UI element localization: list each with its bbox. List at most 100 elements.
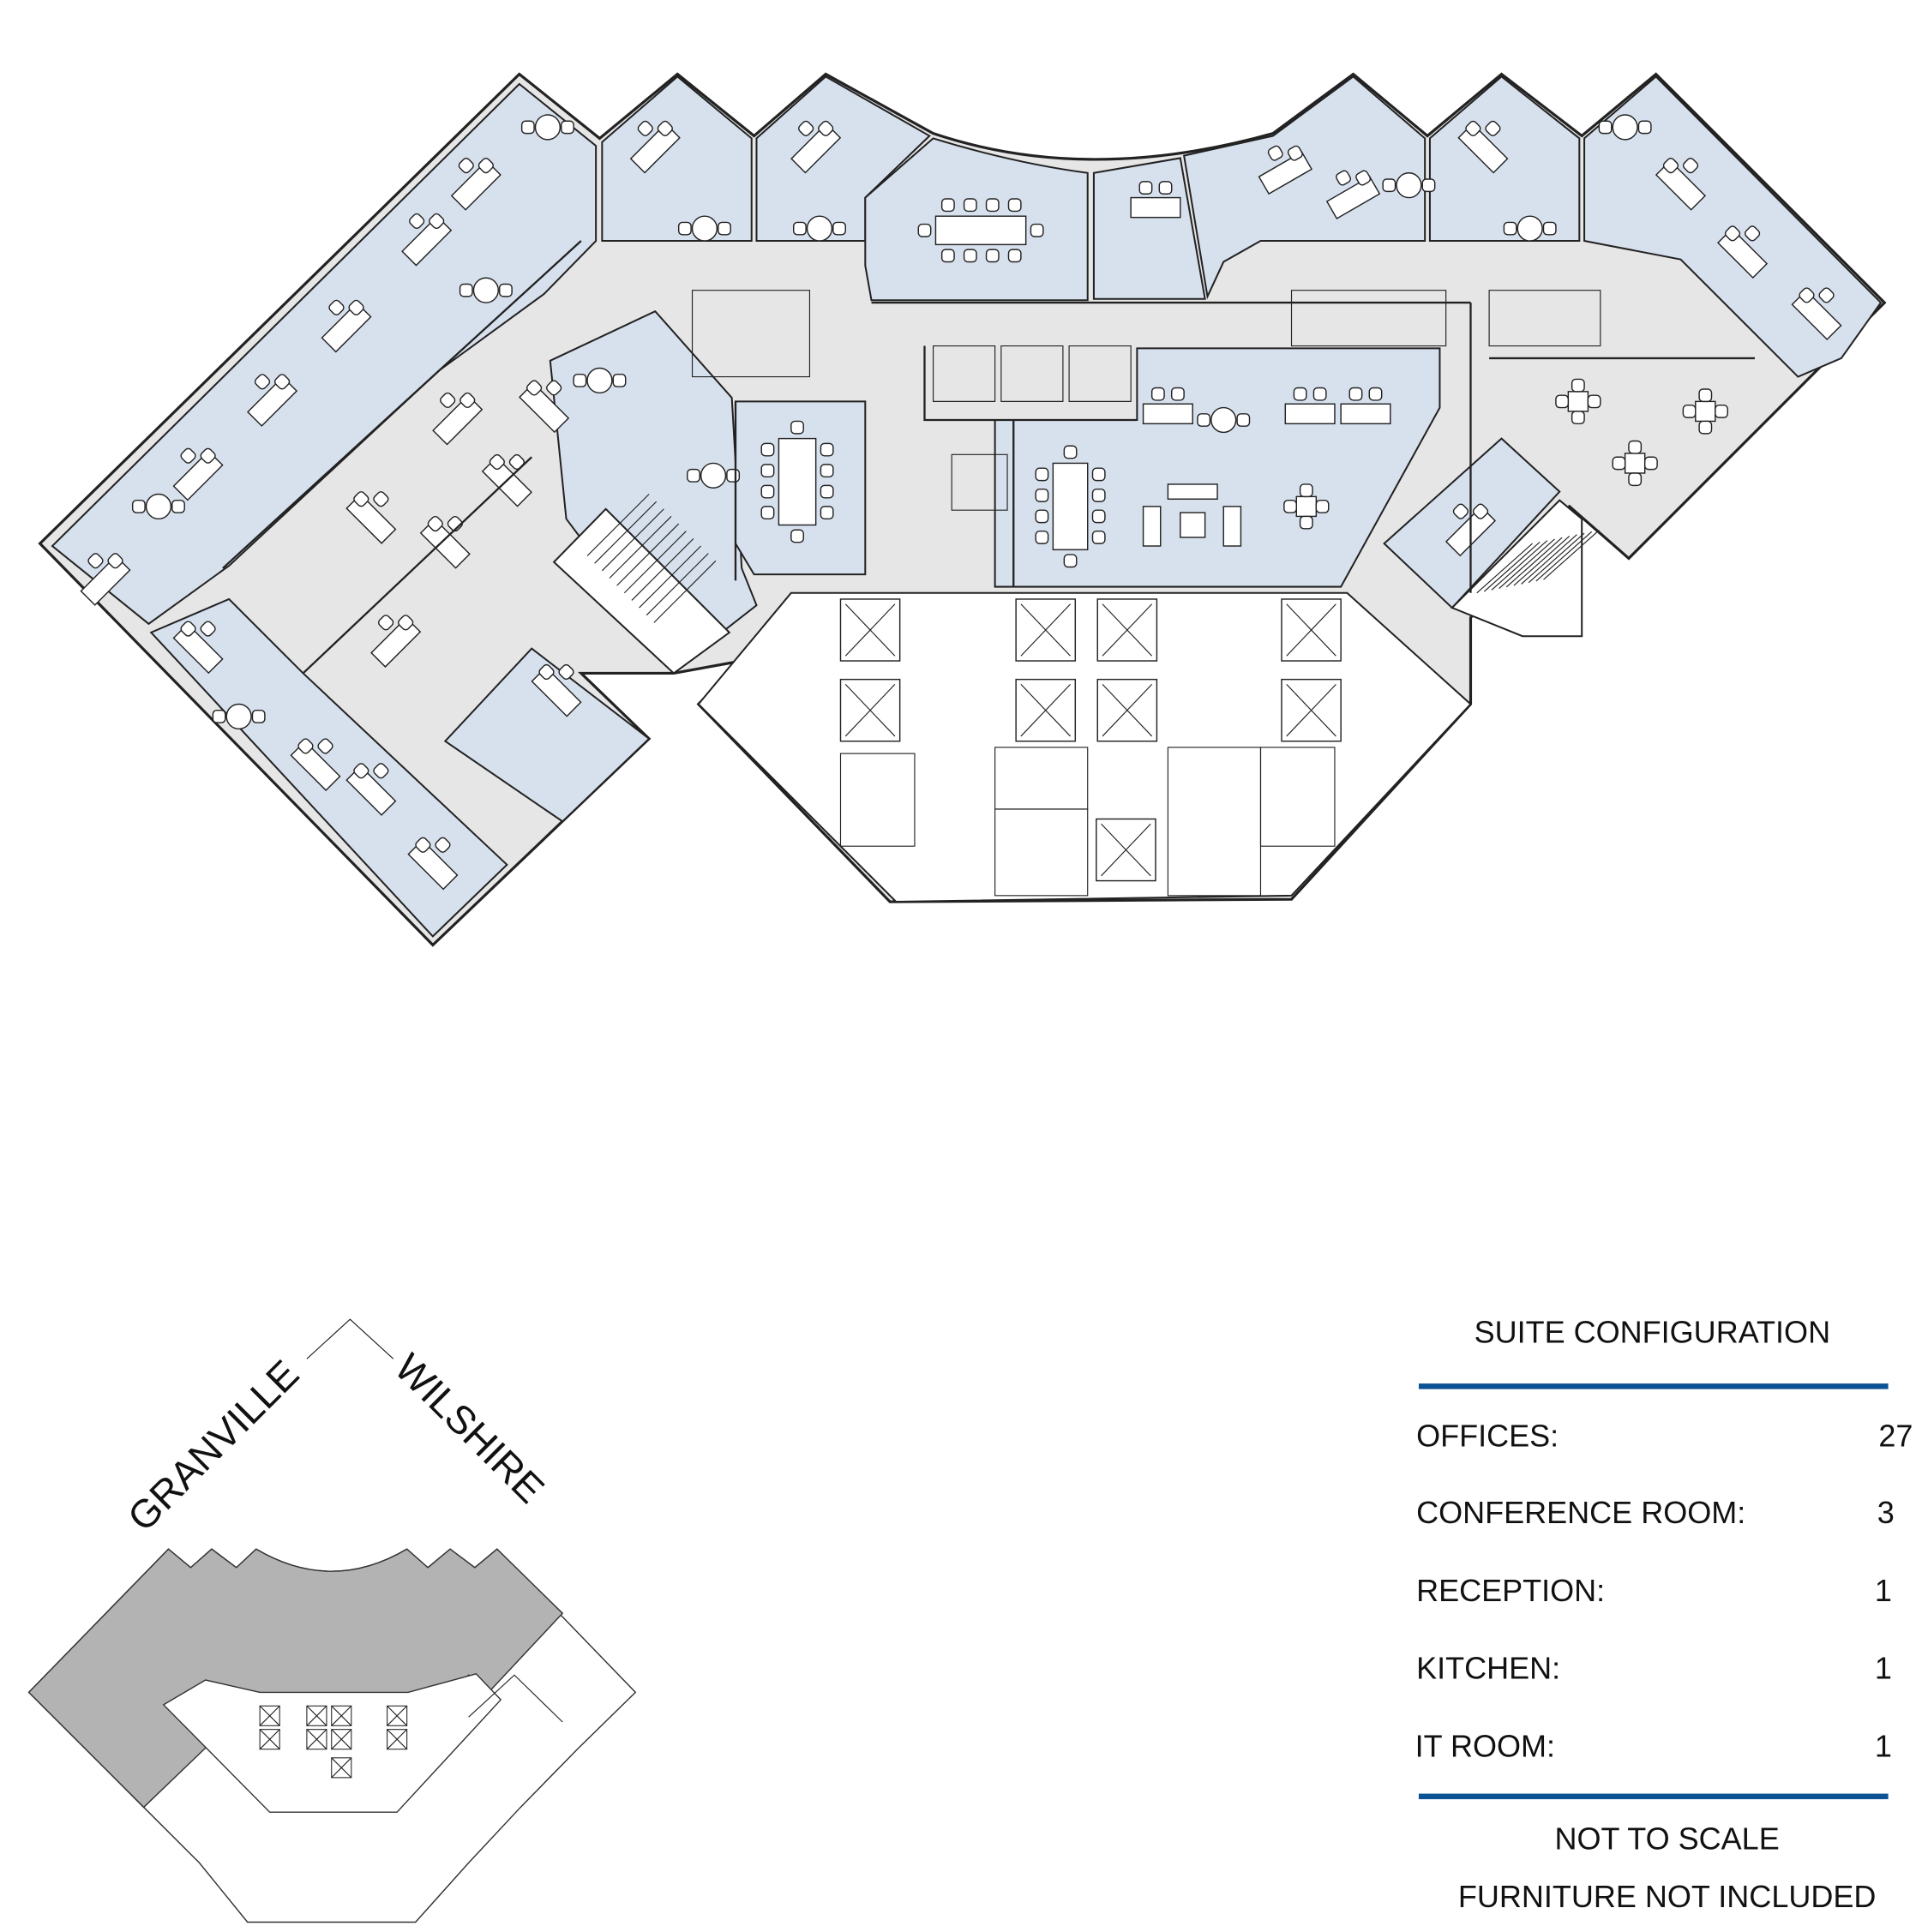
chair: [254, 374, 271, 390]
reception-sofa: [1167, 483, 1218, 500]
note-not-to-scale: NOT TO SCALE: [1555, 1821, 1780, 1856]
offices-lower-left-inner: [443, 647, 651, 823]
elevator-x: [1102, 603, 1153, 657]
chair: [1452, 503, 1469, 519]
chair: [820, 506, 834, 520]
furniture-layer: [80, 114, 1842, 897]
kitchen-table: [1295, 495, 1318, 518]
round-table: [1396, 172, 1422, 199]
desk: [401, 215, 453, 267]
chair: [1628, 472, 1643, 487]
key-elevator-x: [331, 1705, 352, 1726]
workstation: [691, 290, 811, 378]
chair: [917, 223, 932, 237]
chair: [1682, 404, 1697, 418]
chair: [353, 491, 369, 507]
chair: [1472, 503, 1489, 519]
round-table: [691, 215, 718, 242]
stair-tread: [601, 508, 664, 572]
elevator-x: [1020, 684, 1071, 737]
chair: [1724, 225, 1741, 242]
chair: [612, 373, 627, 387]
reception-sofa: [1222, 506, 1242, 547]
stair-tread: [586, 494, 650, 556]
chair: [963, 249, 977, 263]
chair: [1336, 170, 1352, 186]
chair: [1628, 440, 1643, 454]
chair: [1571, 378, 1585, 393]
stair-tread: [1521, 534, 1577, 585]
desk: [407, 839, 459, 891]
chair: [378, 615, 394, 631]
key-elevator-x: [331, 1729, 352, 1750]
street-label-granville: GRANVILLE: [119, 1351, 308, 1539]
workstation: [951, 453, 1008, 511]
chair: [1571, 411, 1585, 425]
chair: [677, 221, 692, 236]
chair: [1091, 509, 1106, 524]
legend-label-it-room: IT ROOM:: [1415, 1728, 1555, 1763]
chair: [200, 621, 216, 637]
chair: [107, 553, 123, 569]
key-elevator-x: [306, 1705, 327, 1726]
desk: [370, 616, 422, 668]
chair: [1283, 499, 1297, 513]
desk: [172, 623, 224, 675]
legend-label-reception: RECEPTION:: [1416, 1573, 1605, 1608]
chair: [1158, 181, 1173, 195]
desk: [246, 375, 298, 427]
desk: [345, 493, 397, 544]
chair: [726, 468, 741, 483]
desk: [80, 555, 131, 606]
chair: [212, 709, 226, 723]
key-plan-elevators: [259, 1705, 408, 1779]
desk: [1457, 123, 1509, 174]
chair: [1818, 287, 1835, 303]
reception-sofa: [1142, 506, 1162, 547]
chair: [459, 283, 473, 297]
core-room: [1259, 747, 1336, 847]
chair: [820, 464, 834, 478]
chair: [1035, 467, 1049, 482]
chair: [427, 515, 443, 532]
stair-tread: [639, 545, 702, 609]
chair: [409, 213, 425, 230]
chair: [415, 837, 431, 853]
street-label-wilshire: WILSHIRE: [387, 1345, 553, 1511]
legend-rule-bottom: [1418, 1793, 1889, 1800]
chair: [251, 709, 266, 723]
chair: [790, 529, 804, 543]
desk: [1791, 289, 1842, 341]
legend-label-conference-room: CONFERENCE ROOM:: [1416, 1495, 1745, 1530]
wall: [302, 456, 532, 675]
desk: [345, 765, 397, 816]
chair: [1715, 404, 1728, 418]
key-plan-right-wing-wall: [468, 1674, 563, 1723]
office-top-3: [1092, 157, 1206, 300]
legend-rule-top: [1418, 1383, 1889, 1389]
chair: [963, 198, 977, 213]
chair: [760, 484, 775, 499]
chair: [1682, 157, 1699, 174]
stair-tread: [653, 560, 717, 623]
chair: [1063, 445, 1078, 459]
key-elevator-x: [387, 1729, 408, 1750]
stair-tread: [1491, 540, 1548, 591]
chair: [832, 221, 846, 236]
chair: [1598, 120, 1613, 135]
chair: [1197, 413, 1211, 427]
chair: [1150, 387, 1165, 401]
chair: [1315, 499, 1330, 513]
desk: [321, 302, 372, 353]
chair: [1035, 488, 1049, 502]
chair: [297, 738, 314, 754]
conference-table: [1052, 462, 1089, 551]
chair: [526, 380, 543, 396]
key-elevator-x: [306, 1729, 327, 1750]
wall: [923, 345, 1138, 422]
round-table: [1210, 406, 1237, 434]
desk: [1142, 403, 1193, 425]
chair: [1744, 225, 1761, 242]
chair: [1612, 456, 1626, 471]
chair: [546, 380, 562, 396]
